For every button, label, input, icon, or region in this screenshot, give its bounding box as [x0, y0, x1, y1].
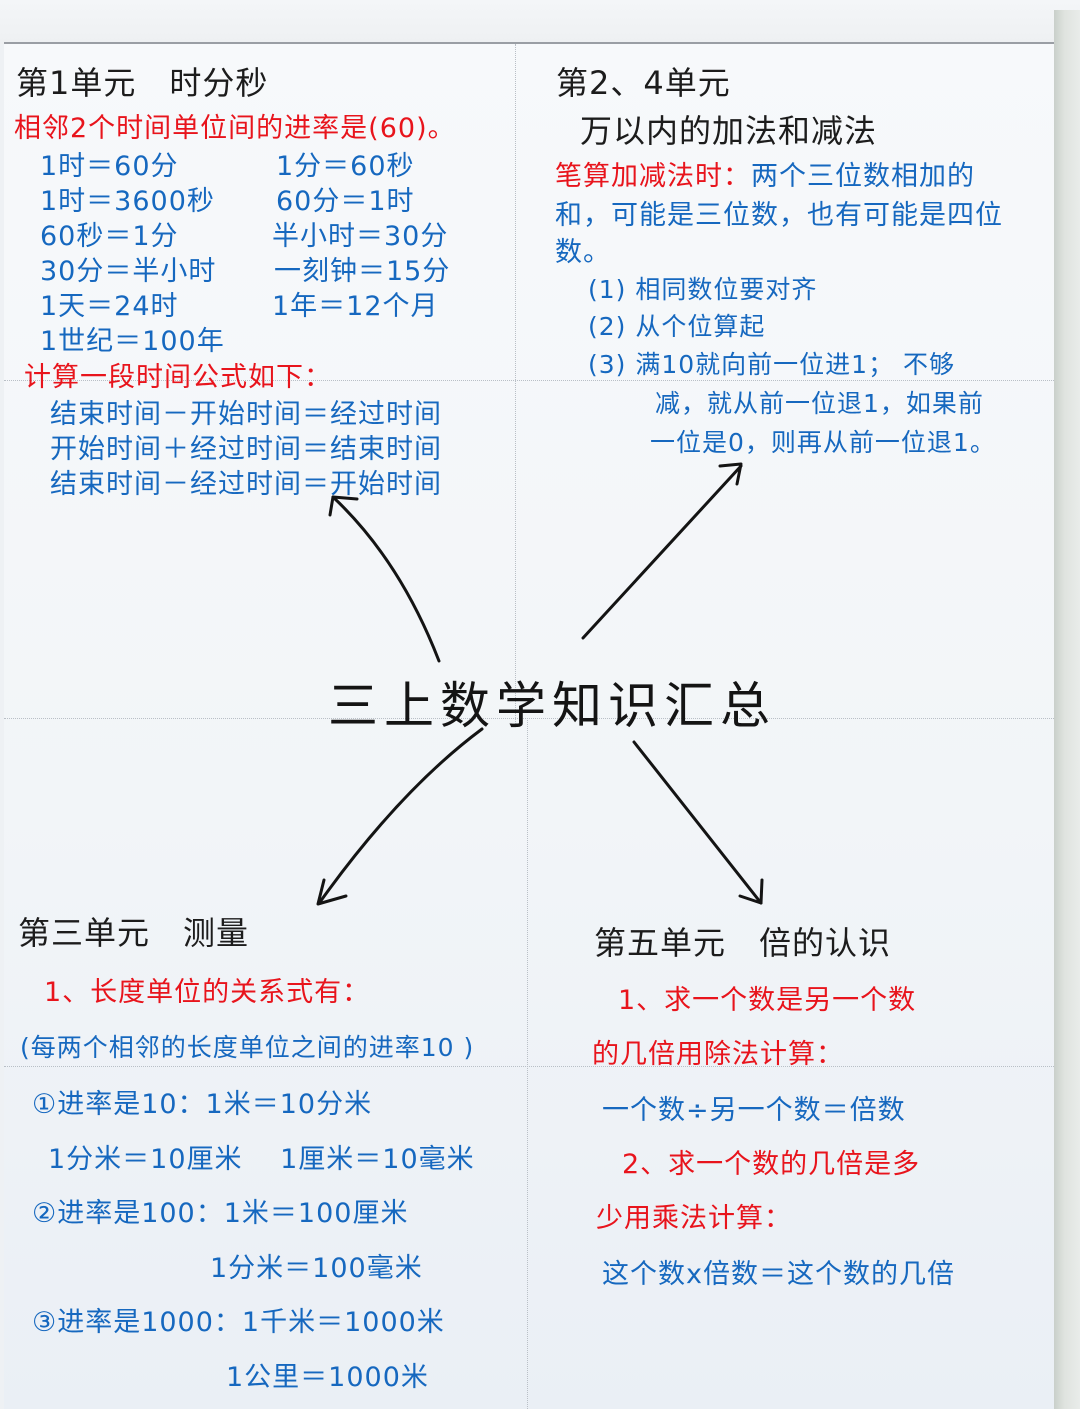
- unit2-4-subheading: 万以内的加法和减法: [580, 112, 878, 150]
- unit1-eq-right: 1年＝12个月: [272, 291, 439, 322]
- unit1-eq-left: 60秒＝1分: [40, 221, 179, 252]
- unit1-eq-left: 1世纪＝100年: [40, 326, 225, 357]
- unit1-eq-left: 1时＝3600秒: [40, 186, 215, 217]
- unit1-formula: 开始时间＋经过时间＝结束时间: [50, 434, 442, 465]
- arrow-to-unit1-icon: [331, 495, 441, 663]
- background-top: [0, 0, 1080, 44]
- unit3-line: ②进率是100：1米＝100厘米: [32, 1198, 409, 1229]
- arrow-to-unit5-icon: [632, 740, 763, 905]
- unit1-eq-right: 一刻钟＝15分: [274, 256, 451, 287]
- unit2-4-line: 数。: [555, 237, 611, 268]
- paper-stack-edge: [1054, 10, 1080, 1409]
- unit2-4-heading: 第2、4单元: [556, 64, 731, 102]
- arrow-to-unit3-icon: [318, 727, 484, 904]
- unit1-formula: 结束时间－经过时间＝开始时间: [50, 469, 442, 500]
- unit5-point1-cont: 的几倍用除法计算：: [592, 1039, 844, 1070]
- unit1-eq-left: 1天＝24时: [40, 291, 179, 322]
- unit3-heading: 第三单元 测量: [18, 914, 250, 952]
- grid-line-horizontal-2: [4, 718, 1054, 719]
- unit3-line: 1分米＝100毫米: [210, 1253, 423, 1284]
- unit2-4-line: 和，可能是三位数，也有可能是四位: [555, 200, 1003, 231]
- grid-line-vertical-top: [515, 44, 516, 724]
- grid-line-vertical-bottom: [527, 720, 528, 1409]
- unit2-4-lead-red: 笔算加减法时：: [555, 161, 751, 192]
- unit3-line: 1分米＝10厘米 1厘米＝10毫米: [48, 1144, 475, 1175]
- unit3-subheading: 1、长度单位的关系式有：: [44, 977, 371, 1008]
- unit3-line: ①进率是10：1米＝10分米: [32, 1089, 373, 1120]
- unit2-4-step-cont: 减，就从前一位退1，如果前: [655, 389, 984, 418]
- unit5-formula2: 这个数x倍数＝这个数的几倍: [602, 1259, 955, 1290]
- unit2-4-step: (3) 满10就向前一位进1； 不够: [588, 350, 956, 379]
- grid-line-horizontal-3: [4, 1066, 1054, 1067]
- unit3-note: (每两个相邻的长度单位之间的进率10 ): [20, 1033, 475, 1062]
- unit1-eq-left: 1时＝60分: [40, 151, 179, 182]
- unit5-formula1: 一个数÷另一个数＝倍数: [602, 1095, 906, 1126]
- unit3-line: ③进率是1000：1千米＝1000米: [32, 1307, 445, 1338]
- unit1-eq-right: 60分＝1时: [276, 186, 415, 217]
- unit1-formula-heading: 计算一段时间公式如下：: [24, 362, 332, 393]
- unit1-eq-right: 半小时＝30分: [272, 221, 449, 252]
- unit2-4-step-cont: 一位是0，则再从前一位退1。: [650, 428, 996, 457]
- unit5-point2-cont: 少用乘法计算：: [596, 1203, 792, 1234]
- paper-sheet: [4, 42, 1054, 1409]
- unit3-line: 1公里＝1000米: [226, 1362, 429, 1393]
- unit2-4-lead-blue: 两个三位数相加的: [751, 161, 975, 192]
- unit2-4-lead: 笔算加减法时：两个三位数相加的: [555, 154, 975, 193]
- arrow-to-unit2-4-icon: [581, 464, 743, 640]
- unit5-point1: 1、求一个数是另一个数: [618, 985, 917, 1016]
- unit1-formula: 结束时间－开始时间＝经过时间: [50, 399, 442, 430]
- unit1-rule: 相邻2个时间单位间的进率是(60)。: [14, 113, 456, 144]
- unit2-4-step: (1) 相同数位要对齐: [588, 275, 818, 304]
- unit1-heading: 第1单元 时分秒: [16, 64, 269, 102]
- unit2-4-step: (2) 从个位算起: [588, 312, 766, 341]
- grid-line-horizontal-1: [4, 380, 1054, 381]
- unit5-point2: 2、求一个数的几倍是多: [622, 1149, 921, 1180]
- unit1-eq-left: 30分＝半小时: [40, 256, 217, 287]
- mindmap-title: 三上数学知识汇总: [328, 677, 776, 735]
- unit5-heading: 第五单元 倍的认识: [594, 924, 892, 962]
- unit1-eq-right: 1分＝60秒: [276, 151, 415, 182]
